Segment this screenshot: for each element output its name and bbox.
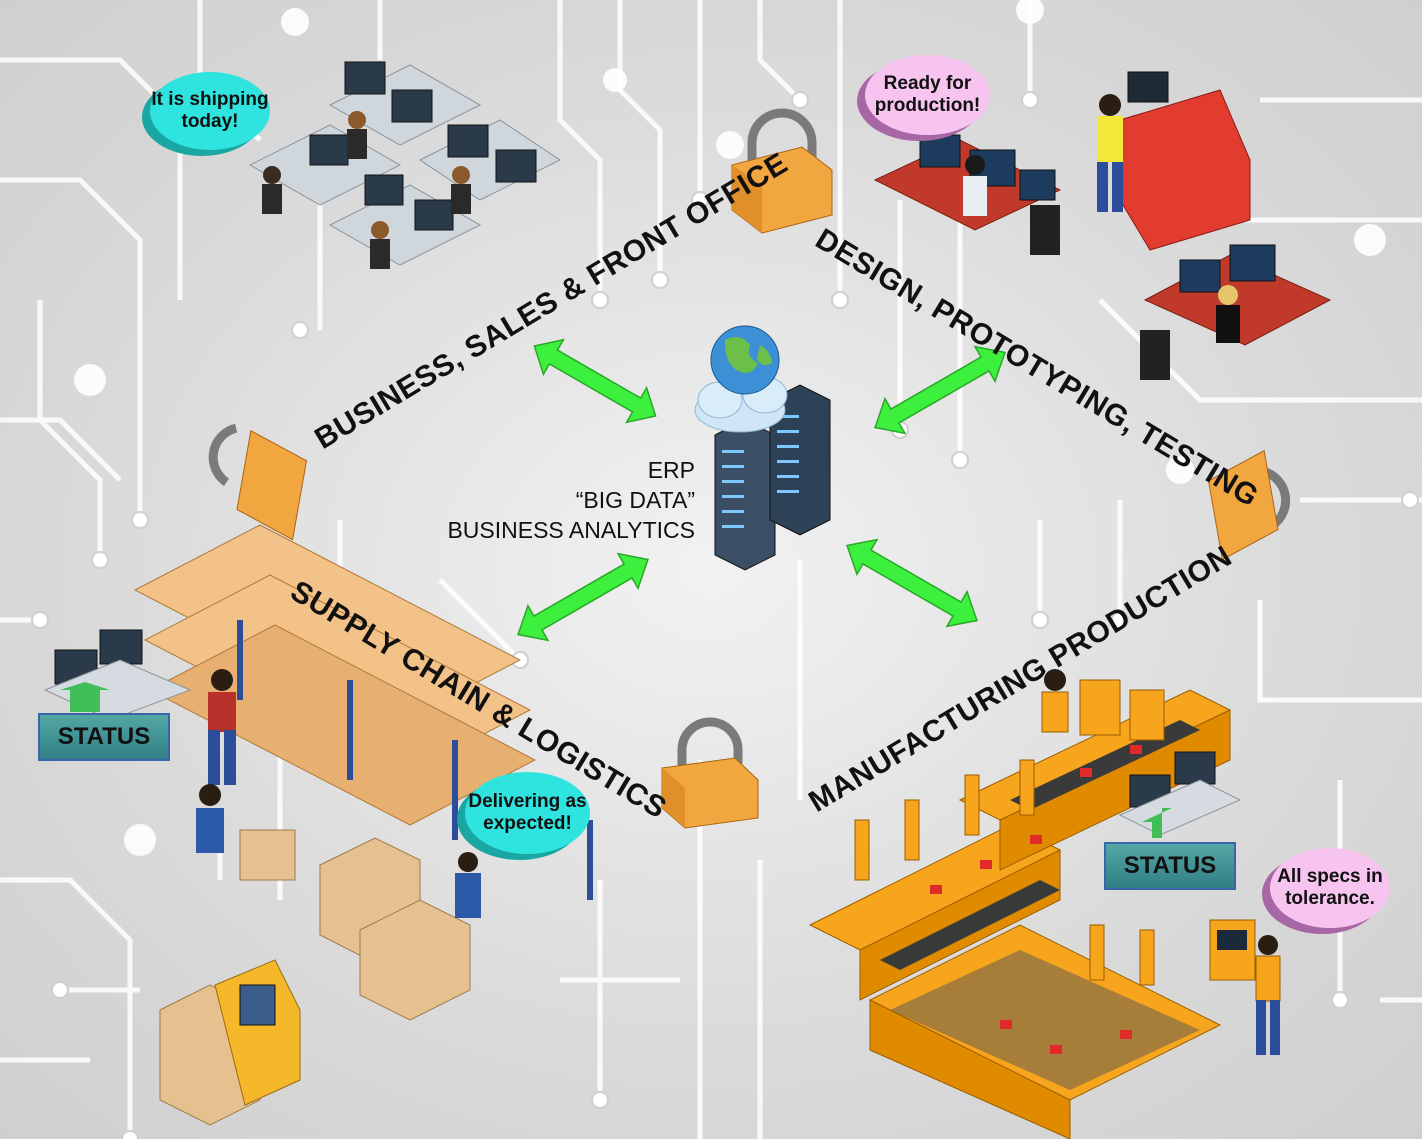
speech-bubble-specs: All specs in tolerance. [1270,848,1390,928]
arrow-business [533,338,657,424]
server-icon [714,384,831,571]
lock-icon [1207,449,1291,561]
erp-caption: ERP “BIG DATA” BUSINESS ANALYTICS [440,455,695,545]
big-data-label: “BIG DATA” [575,487,695,513]
arrow-manufacturing [846,538,978,628]
status-badge-supply: STATUS [38,713,170,761]
speech-bubble-ready: Ready for production! [865,55,990,135]
lock-icon [661,717,759,829]
design-workstations [873,71,1332,380]
globe-icon [710,325,780,395]
status-badge-manufacturing: STATUS [1104,842,1236,890]
speech-bubble-shipping: It is shipping today! [150,72,270,150]
lock-icon [731,108,833,234]
arrow-design [874,345,1006,435]
lock-icon [208,423,308,541]
erp-label: ERP [647,457,695,483]
arrow-supply [517,552,649,642]
office-workstations [248,61,561,269]
business-analytics-label: BUSINESS ANALYTICS [447,517,695,543]
speech-bubble-delivering: Delivering as expected! [465,772,590,854]
factory-line [808,669,1281,1139]
warehouse-shelves [43,524,593,1126]
